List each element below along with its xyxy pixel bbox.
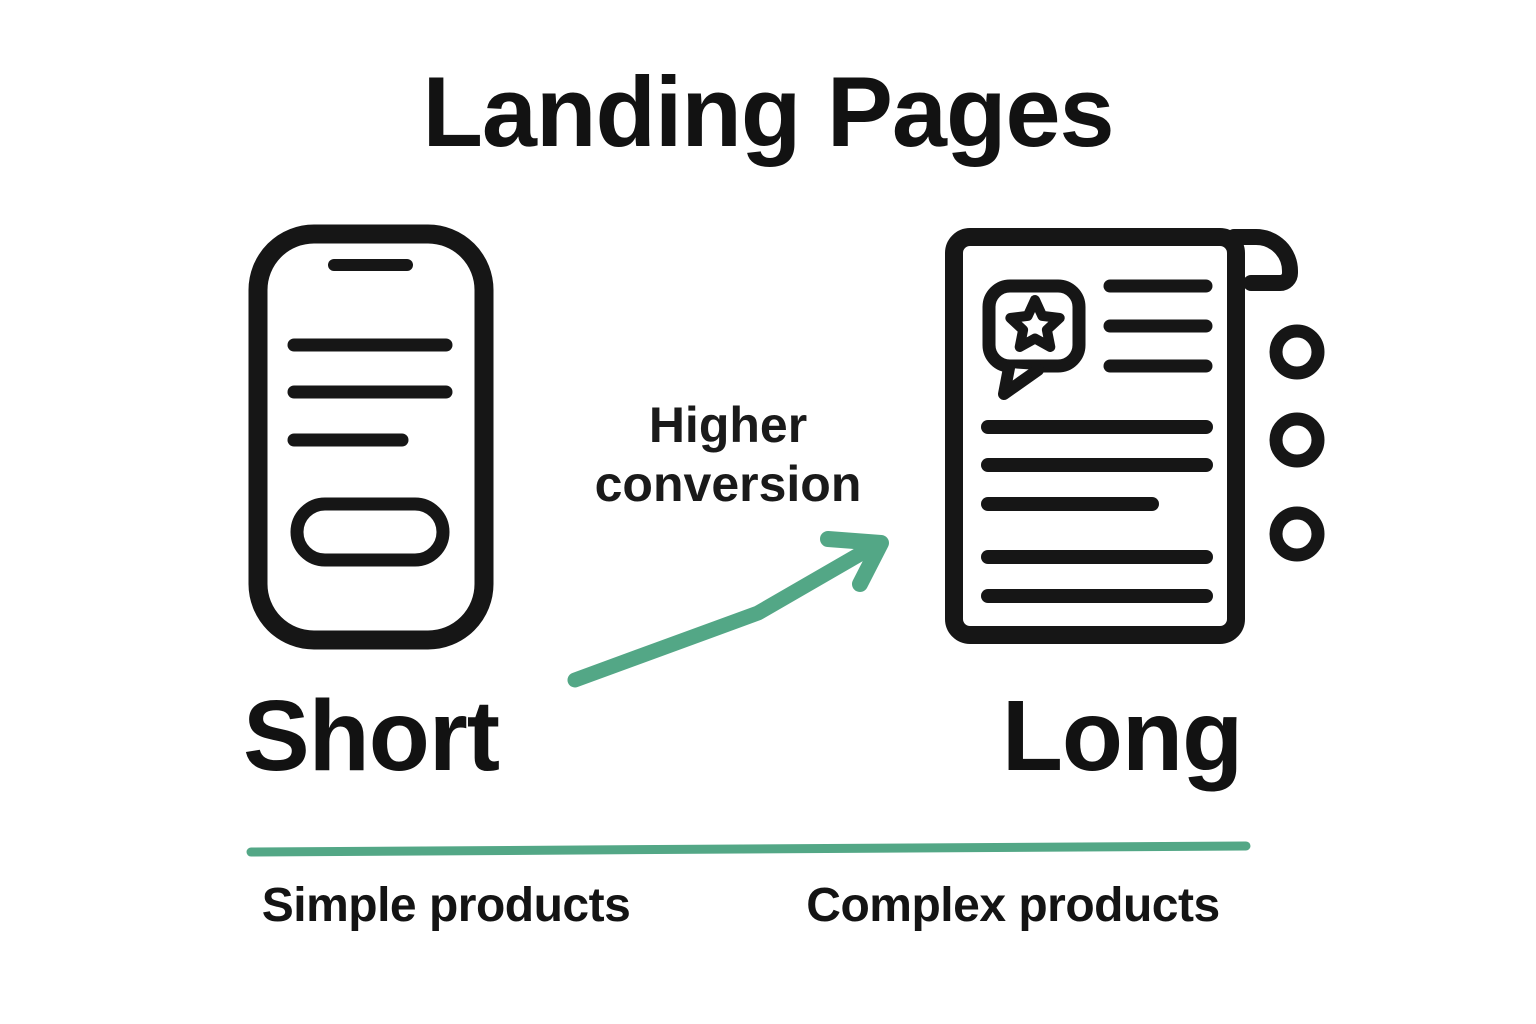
complex-products-caption: Complex products — [806, 879, 1220, 932]
simple-products-caption: Simple products — [261, 879, 631, 932]
long-label: Long — [1001, 680, 1243, 792]
conversion-note: Higher conversion — [594, 397, 862, 512]
long-document-icon — [940, 222, 1332, 652]
page-title: Landing Pages — [422, 56, 1114, 167]
short-label: Short — [242, 680, 500, 792]
spectrum-axis-line — [240, 833, 1260, 863]
upward-trend-arrow-icon — [560, 520, 900, 700]
smartphone-short-page-icon — [248, 224, 494, 650]
